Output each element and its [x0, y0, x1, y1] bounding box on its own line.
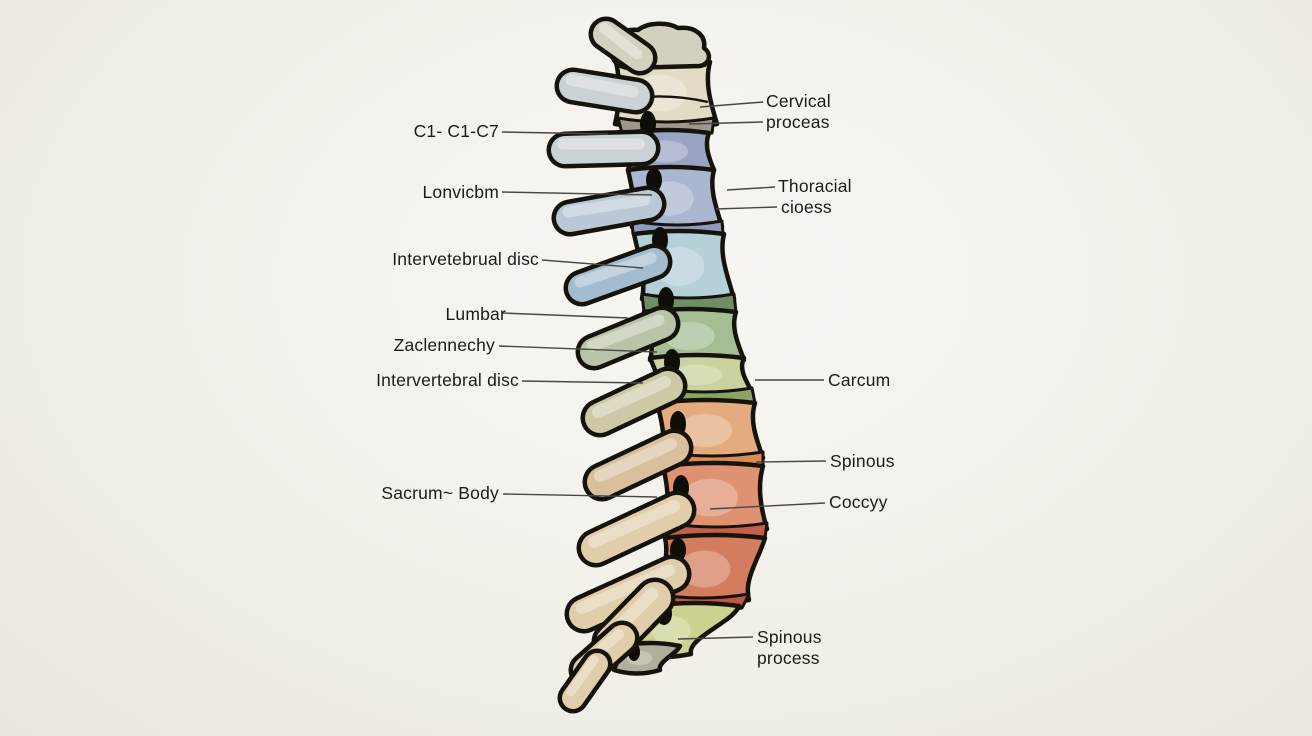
spinous-process-shape: [585, 371, 683, 433]
leader-line: [709, 502, 826, 510]
leader-line: [502, 493, 658, 498]
leader-line: [501, 312, 629, 319]
leader-line: [755, 460, 827, 463]
process-highlight: [565, 74, 639, 98]
label-coccyy: Coccyy: [829, 492, 888, 512]
spinous-process-shape: [581, 495, 692, 563]
process-highlight: [598, 22, 643, 60]
label-thoracial-line2: cioess: [781, 197, 832, 217]
process-highlight: [574, 252, 657, 288]
leader-line: [726, 186, 776, 191]
spinous-process-shape: [556, 190, 662, 232]
label-sacrum-body: Sacrum~ Body: [381, 483, 499, 503]
spinous-process-shape: [568, 248, 668, 302]
spinous-process-shape: [551, 134, 656, 164]
spinous-process-shape: [587, 433, 689, 497]
leader-line: [715, 206, 778, 210]
leader-line: [521, 380, 644, 384]
label-cervical-line1: Cervical: [766, 91, 831, 111]
coccyx-tail-segment: [562, 653, 608, 709]
leader-line: [677, 636, 754, 640]
leader-line: [688, 121, 764, 125]
process-highlight: [576, 564, 675, 614]
process-highlight: [594, 438, 677, 482]
leader-line: [498, 345, 658, 353]
leader-line: [699, 101, 764, 108]
label-intervertebral-disc-upper: Intervetebrual disc: [392, 249, 539, 269]
process-highlight: [588, 500, 680, 548]
body-highlight: [678, 550, 731, 588]
spinous-process-shape: [559, 72, 650, 110]
spinous-process-shape: [580, 310, 676, 366]
label-thoracial-line1: Thoracial: [778, 176, 852, 196]
label-lumbar: Lumbar: [445, 304, 506, 324]
label-lonvicbm: Lonvicbm: [422, 182, 499, 202]
process-cervical-hook: [593, 21, 653, 71]
label-spinous-process-line1: Spinous: [757, 627, 822, 647]
leader-line: [501, 131, 609, 135]
body-highlight: [678, 414, 732, 447]
leader-line: [541, 259, 644, 269]
label-carcum: Carcum: [828, 370, 891, 390]
label-c1-c7: C1- C1-C7: [413, 121, 499, 141]
label-spinous: Spinous: [830, 451, 895, 471]
label-cervical-line2: proceas: [766, 112, 830, 132]
process-highlight: [592, 376, 671, 418]
body-highlight: [683, 478, 738, 517]
process-highlight: [562, 194, 651, 218]
leader-line: [501, 191, 653, 196]
label-spinous-process-line2: process: [757, 648, 820, 668]
process-highlight: [566, 655, 599, 697]
label-zaclennechy: Zaclennechy: [393, 335, 495, 355]
process-highlight: [586, 314, 665, 352]
label-intervertebral-disc-lower: Intervertebral disc: [376, 370, 519, 390]
